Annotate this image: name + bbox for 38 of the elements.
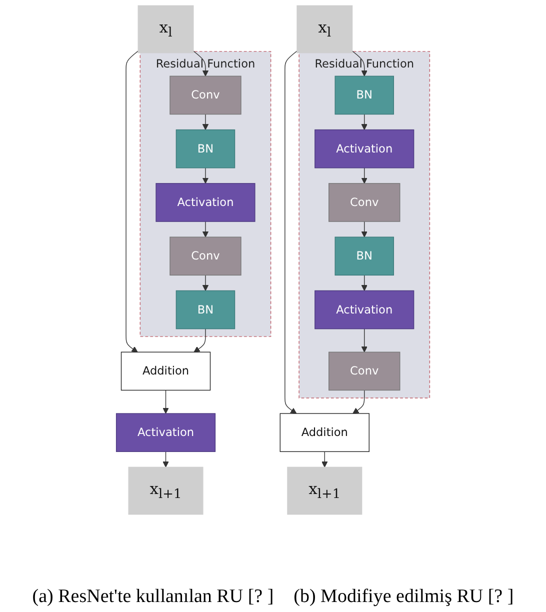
arrow [202, 114, 209, 130]
node-box: x$_{l}$ [296, 5, 353, 54]
arrow [352, 50, 368, 76]
arrow [322, 451, 328, 468]
node-box: BN [334, 236, 394, 276]
arrow [126, 50, 138, 352]
arrow [361, 114, 368, 130]
node-box: Conv [328, 352, 400, 391]
node-box: Addition [120, 352, 211, 391]
node-box: Conv [170, 76, 242, 115]
node-box: Activation [156, 183, 256, 222]
caption: (a) ResNet'te kullanılan RU [? ] [32, 586, 274, 608]
node-box: BN [176, 129, 236, 168]
caption: (b) Modifiye edilmiş RU [? ] [294, 586, 514, 608]
node-box: Addition [280, 413, 370, 452]
node-box: Activation [314, 290, 414, 330]
arrow [162, 451, 169, 468]
node-box: Conv [328, 183, 400, 222]
node-box: Activation [314, 129, 414, 168]
node-box: BN [334, 76, 394, 115]
node-box: x$_{l+1}$ [128, 466, 204, 515]
node-box: x$_{l+1}$ [287, 466, 362, 515]
arrow [194, 328, 206, 352]
arrow [202, 221, 209, 238]
node-box: Activation [116, 413, 216, 452]
arrow [162, 390, 169, 414]
arrow [361, 168, 368, 184]
node-box: x$_{l}$ [138, 5, 194, 54]
arrow [361, 221, 368, 238]
arrow [193, 50, 209, 76]
node-box: BN [176, 290, 236, 330]
node-box: Conv [170, 236, 242, 276]
arrow [361, 328, 368, 352]
arrow [361, 274, 368, 291]
arrow [284, 50, 298, 414]
arrow [352, 390, 365, 414]
arrow [202, 274, 209, 291]
arrow [202, 168, 209, 184]
